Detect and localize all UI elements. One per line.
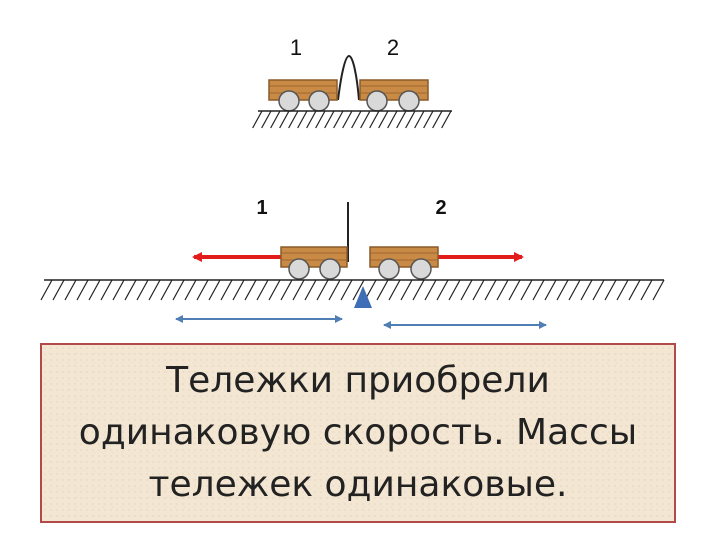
- hatch-stroke: [432, 110, 443, 129]
- wheel: [308, 90, 330, 112]
- wheel: [398, 90, 420, 112]
- bottom-cart-2-label: 2: [435, 197, 446, 219]
- hatch-stroke: [64, 279, 77, 301]
- hatch-stroke: [340, 279, 353, 301]
- hatch-stroke: [148, 279, 161, 301]
- wheel: [410, 258, 432, 280]
- hatch-stroke: [378, 110, 389, 129]
- hatch-stroke: [604, 279, 617, 301]
- hatch-stroke: [388, 279, 401, 301]
- hatch-stroke: [360, 110, 371, 129]
- hatch-stroke: [436, 279, 449, 301]
- hatch-stroke: [316, 279, 329, 301]
- hatch-stroke: [496, 279, 509, 301]
- hatch-stroke: [376, 279, 389, 301]
- hatch-stroke: [351, 110, 362, 129]
- hatch-stroke: [640, 279, 653, 301]
- hatch-stroke: [172, 279, 185, 301]
- hatch-stroke: [628, 279, 641, 301]
- hatch-stroke: [544, 279, 557, 301]
- hatch-stroke: [532, 279, 545, 301]
- hatch-stroke: [424, 279, 437, 301]
- hatch-stroke: [306, 110, 317, 129]
- bottom-cart-1: [280, 246, 348, 280]
- hatch-stroke: [100, 279, 113, 301]
- hatch-stroke: [414, 110, 425, 129]
- hatch-stroke: [196, 279, 209, 301]
- hatch-stroke: [256, 279, 269, 301]
- bottom-cart-2: [369, 246, 439, 280]
- hatch-stroke: [328, 279, 341, 301]
- hatch-stroke: [441, 110, 452, 129]
- caption-text: Тележки приобрели одинаковую скорость. М…: [78, 360, 638, 505]
- hatch-stroke: [448, 279, 461, 301]
- hatch-stroke: [405, 110, 416, 129]
- hatch-stroke: [412, 279, 425, 301]
- hatch-stroke: [136, 279, 149, 301]
- bottom-scene: 1 2: [40, 197, 665, 329]
- hatch-stroke: [184, 279, 197, 301]
- hatch-stroke: [472, 279, 485, 301]
- hatch-stroke: [88, 279, 101, 301]
- hatch-stroke: [400, 279, 413, 301]
- wheel: [378, 258, 400, 280]
- hatch-stroke: [270, 110, 281, 129]
- wheel: [288, 258, 310, 280]
- hatch-stroke: [261, 110, 272, 129]
- wheel: [278, 90, 300, 112]
- hatch-stroke: [484, 279, 497, 301]
- hatch-stroke: [324, 110, 335, 129]
- hatch-stroke: [268, 279, 281, 301]
- hatch-stroke: [252, 110, 263, 129]
- top-scene: 1 2: [252, 35, 452, 129]
- hatch-stroke: [568, 279, 581, 301]
- compressed-spring: [337, 54, 360, 101]
- hatch-stroke: [342, 110, 353, 129]
- top-cart-2: [359, 79, 429, 112]
- hatch-stroke: [297, 110, 308, 129]
- hatch-stroke: [556, 279, 569, 301]
- hatch-stroke: [288, 110, 299, 129]
- fulcrum-triangle: [354, 286, 372, 308]
- wheel: [366, 90, 388, 112]
- top-cart-1: [268, 79, 338, 112]
- bottom-cart-1-label: 1: [256, 197, 267, 219]
- hatch-stroke: [124, 279, 137, 301]
- hatch-stroke: [208, 279, 221, 301]
- hatch-stroke: [279, 110, 290, 129]
- top-ground-hatching: [252, 110, 452, 129]
- hatch-stroke: [304, 279, 317, 301]
- top-cart-2-label: 2: [387, 35, 399, 60]
- hatch-stroke: [112, 279, 125, 301]
- caption-box: Тележки приобрели одинаковую скорость. М…: [40, 343, 676, 523]
- hatch-stroke: [232, 279, 245, 301]
- hatch-stroke: [460, 279, 473, 301]
- wheel: [319, 258, 341, 280]
- hatch-stroke: [244, 279, 257, 301]
- hatch-stroke: [40, 279, 53, 301]
- hatch-stroke: [292, 279, 305, 301]
- hatch-stroke: [315, 110, 326, 129]
- hatch-stroke: [592, 279, 605, 301]
- hatch-stroke: [160, 279, 173, 301]
- hatch-stroke: [520, 279, 533, 301]
- hatch-stroke: [369, 110, 380, 129]
- hatch-stroke: [423, 110, 434, 129]
- hatch-stroke: [352, 279, 365, 301]
- hatch-stroke: [333, 110, 344, 129]
- bottom-ground-hatching: [40, 279, 665, 301]
- hatch-stroke: [580, 279, 593, 301]
- hatch-stroke: [652, 279, 665, 301]
- hatch-stroke: [76, 279, 89, 301]
- hatch-stroke: [220, 279, 233, 301]
- hatch-stroke: [52, 279, 65, 301]
- top-cart-1-label: 1: [290, 35, 302, 60]
- hatch-stroke: [396, 110, 407, 129]
- hatch-stroke: [280, 279, 293, 301]
- hatch-stroke: [508, 279, 521, 301]
- hatch-stroke: [616, 279, 629, 301]
- hatch-stroke: [387, 110, 398, 129]
